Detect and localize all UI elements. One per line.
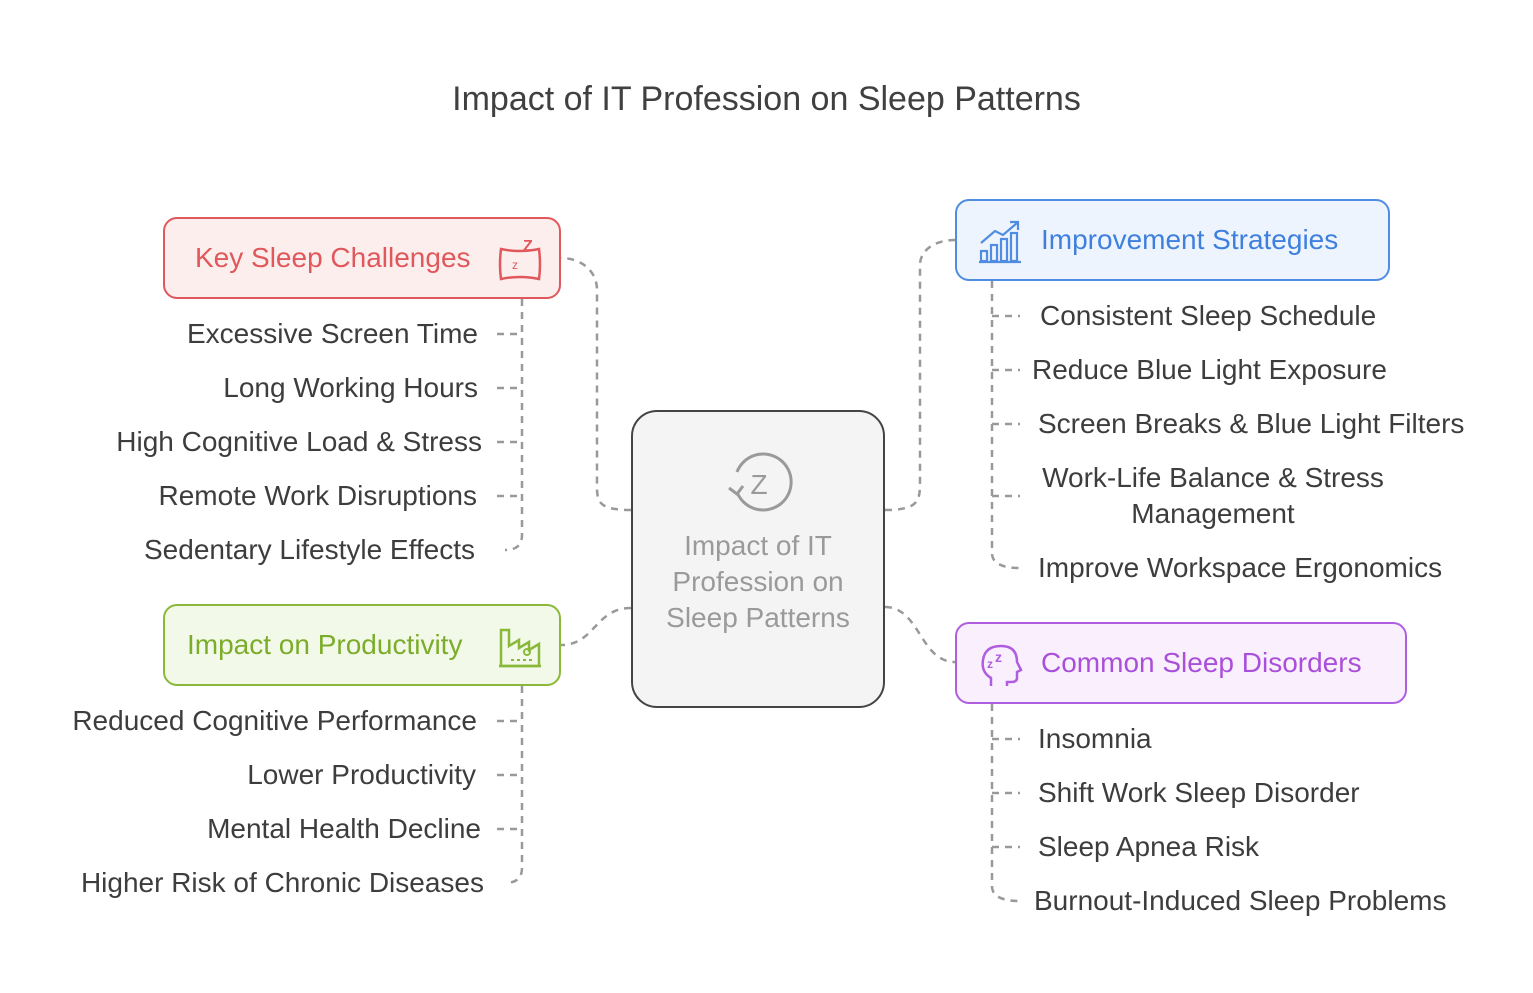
connector-productivity-items (504, 686, 524, 885)
central-node-label: Impact of IT Profession on Sleep Pattern… (666, 530, 850, 633)
sleep-cycle-icon: Z (723, 448, 795, 525)
sleeping-head-icon: z z (977, 642, 1023, 695)
branch-key-sleep-challenges: Key Sleep Challenges z Z (163, 217, 561, 299)
branch-impact-on-productivity: Impact on Productivity (163, 604, 561, 686)
sleeping-pillow-icon: z Z (497, 237, 543, 290)
productivity-item: Higher Risk of Chronic Diseases (80, 867, 484, 898)
connector-disorders-items (990, 704, 1021, 903)
factory-icon (497, 624, 543, 677)
productivity-item: Reduced Cognitive Performance (72, 705, 477, 736)
disorder-item: Shift Work Sleep Disorder (1038, 777, 1360, 808)
diagram-title: Impact of IT Profession on Sleep Pattern… (452, 80, 1081, 118)
challenge-item: Remote Work Disruptions (158, 480, 477, 511)
productivity-item: Mental Health Decline (207, 813, 481, 844)
challenge-item: Excessive Screen Time (187, 318, 478, 349)
challenge-item: Sedentary Lifestyle Effects (144, 534, 475, 565)
strategy-item: Consistent Sleep Schedule (1040, 300, 1377, 331)
disorder-item: Insomnia (1038, 723, 1152, 754)
branch-label: Common Sleep Disorders (1041, 647, 1362, 678)
central-node: Z Impact of IT Profession on Sleep Patte… (631, 410, 885, 708)
strategy-item: Screen Breaks & Blue Light Filters (1038, 408, 1465, 439)
disorder-item: Burnout-Induced Sleep Problems (1034, 885, 1447, 916)
branch-common-sleep-disorders: z z Common Sleep Disorders (955, 622, 1407, 704)
connector-center-strategies (884, 238, 956, 512)
connector-challenges-items (504, 299, 524, 552)
disorder-item: Sleep Apnea Risk (1038, 831, 1260, 862)
branch-label: Improvement Strategies (1041, 224, 1339, 255)
strategy-item: Reduce Blue Light Exposure (1032, 354, 1387, 385)
svg-text:z: z (987, 657, 993, 671)
svg-text:z: z (995, 649, 1002, 665)
svg-text:Z: Z (750, 469, 767, 500)
branch-improvement-strategies: Improvement Strategies (955, 199, 1390, 281)
strategy-item: Improve Workspace Ergonomics (1038, 552, 1443, 583)
connector-strategies-items (990, 281, 1021, 570)
strategy-item: Work-Life Balance & Stress Management (1042, 462, 1384, 529)
branch-label: Key Sleep Challenges (195, 242, 471, 273)
branch-label: Impact on Productivity (187, 629, 463, 660)
connector-center-productivity (560, 606, 632, 647)
challenge-item: High Cognitive Load & Stress (116, 426, 482, 457)
connector-center-disorders (884, 605, 956, 664)
connector-center-challenges (560, 256, 632, 512)
svg-text:Z: Z (523, 238, 533, 255)
svg-text:z: z (512, 258, 518, 272)
productivity-item: Lower Productivity (247, 759, 476, 790)
challenge-item: Long Working Hours (223, 372, 478, 403)
growth-chart-icon (977, 219, 1023, 272)
